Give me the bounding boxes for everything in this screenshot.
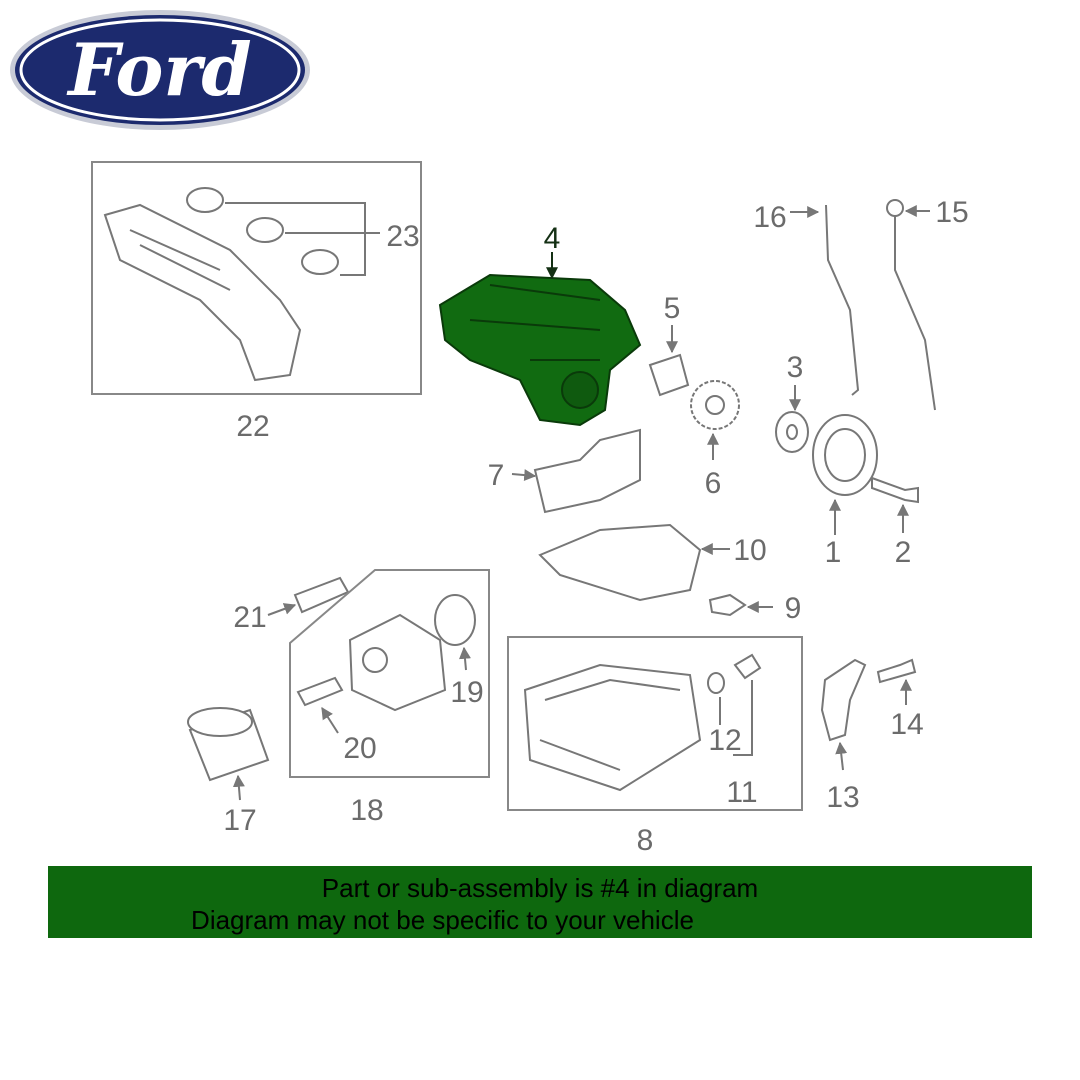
callout-9[interactable]: 9 — [785, 592, 802, 625]
part-12-washer — [707, 672, 725, 694]
part-19-seal — [434, 594, 476, 646]
callout-23[interactable]: 23 — [386, 220, 419, 253]
info-banner: Part or sub-assembly is #4 in diagram Di… — [48, 866, 1032, 938]
part-4-highlighted[interactable] — [438, 273, 642, 427]
part-10-baffle — [538, 523, 702, 602]
callout-21[interactable]: 21 — [233, 601, 266, 634]
callout-3[interactable]: 3 — [787, 351, 804, 384]
part-14-bolt — [876, 658, 917, 684]
part-8-oil-pan — [523, 663, 702, 792]
callout-14[interactable]: 14 — [890, 708, 923, 741]
part-18-oil-cooler — [348, 613, 447, 712]
callout-8[interactable]: 8 — [637, 824, 654, 857]
callout-19[interactable]: 19 — [450, 676, 483, 709]
group-box-18 — [289, 569, 490, 778]
banner-line-2: Diagram may not be specific to your vehi… — [191, 905, 694, 935]
intake-manifold — [103, 203, 302, 382]
callout-2[interactable]: 2 — [895, 536, 912, 569]
part-2-bolt — [871, 476, 919, 504]
callout-1[interactable]: 1 — [825, 536, 842, 569]
banner-line-1: Part or sub-assembly is #4 in diagram — [321, 873, 759, 903]
callout-12[interactable]: 12 — [708, 724, 741, 757]
callout-5[interactable]: 5 — [664, 292, 681, 325]
callout-7[interactable]: 7 — [488, 459, 505, 492]
group-box-8 — [507, 636, 803, 811]
group-box-22 — [91, 161, 422, 395]
part-11-drain-plug — [733, 653, 762, 680]
callout-22[interactable]: 22 — [236, 410, 269, 443]
svg-text:Ford: Ford — [66, 27, 251, 112]
part-5 — [648, 353, 690, 397]
leader-11-12 — [719, 680, 753, 756]
callout-18[interactable]: 18 — [350, 794, 383, 827]
part-20 — [296, 676, 344, 707]
callout-11[interactable]: 11 — [726, 776, 757, 809]
callout-16[interactable]: 16 — [753, 201, 786, 234]
callout-20[interactable]: 20 — [343, 732, 376, 765]
gaskets-23 — [186, 187, 339, 275]
part-7 — [533, 428, 641, 514]
leader-23 — [225, 202, 380, 276]
callout-15[interactable]: 15 — [935, 196, 968, 229]
part-17-oil-filter — [187, 707, 270, 782]
callout-17[interactable]: 17 — [223, 804, 256, 837]
callout-13[interactable]: 13 — [826, 781, 859, 814]
part-21 — [293, 576, 350, 614]
part-13 — [820, 658, 867, 742]
ford-logo: Ford — [10, 10, 310, 130]
callout-4[interactable]: 4 — [544, 222, 561, 255]
callout-10[interactable]: 10 — [733, 534, 766, 567]
callout-6[interactable]: 6 — [705, 467, 722, 500]
part-16-tube — [825, 204, 860, 396]
part-15-dipstick — [894, 215, 936, 411]
part-9 — [708, 593, 747, 617]
